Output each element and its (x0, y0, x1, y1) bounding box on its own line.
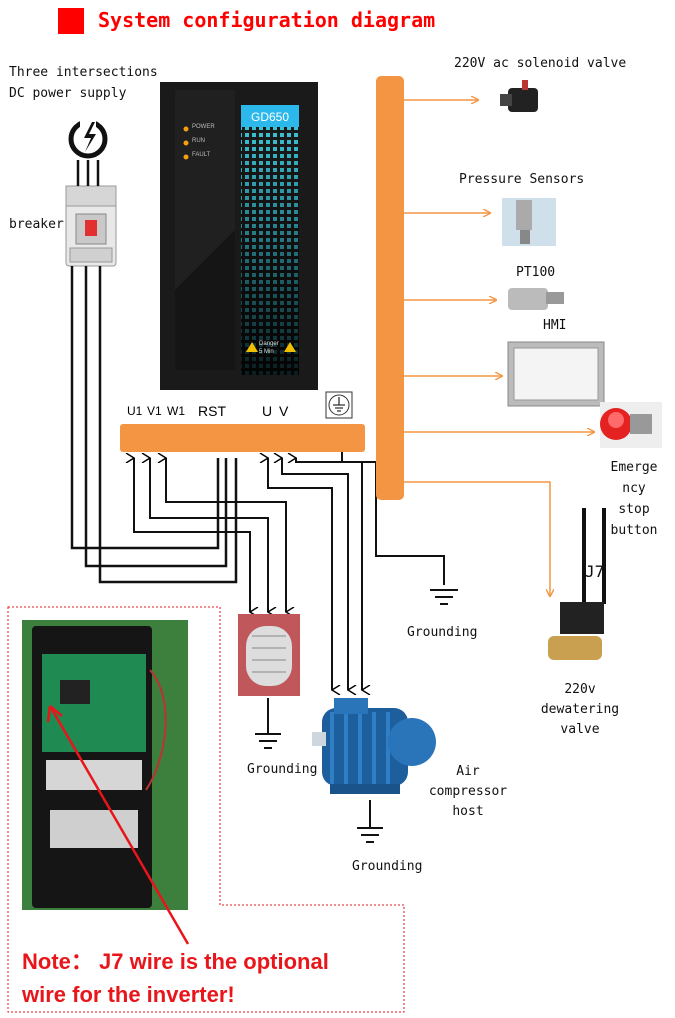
solenoid-valve (500, 80, 538, 112)
pt100-sensor (508, 288, 564, 310)
note-line: wire for the inverter! (22, 982, 235, 1007)
terminal-v: V (279, 403, 289, 419)
compressor-label: Air compressor host (420, 762, 516, 822)
emergency-stop-button (600, 402, 662, 448)
terminal-rst: RST (198, 403, 226, 419)
grounding-label: Grounding (247, 762, 318, 777)
dewatering-label-line: dewatering (540, 702, 620, 717)
dewatering-valve-label: 220v dewatering valve (532, 680, 628, 740)
indicator-power: POWER (192, 124, 215, 130)
grounding-label: Grounding (352, 859, 423, 874)
terminal-u: U (262, 403, 273, 419)
note-line: Note： J7 wire is the optional (22, 949, 329, 974)
indicator-run: RUN (192, 138, 205, 144)
compressor-label-line: compressor (428, 784, 508, 799)
j7-label: J7 (585, 562, 605, 581)
pt100-label: PT100 (516, 265, 556, 280)
note-box (7, 606, 405, 1013)
power-supply-icon (68, 118, 108, 159)
hmi-panel (507, 341, 605, 407)
estop-label-line: button (610, 523, 658, 538)
ground-icon (255, 698, 281, 749)
j7-wires (582, 508, 606, 604)
air-compressor-motor (312, 698, 436, 794)
compressor-label-line: host (452, 804, 484, 819)
ground-terminal-icon (325, 391, 353, 419)
breaker-label: breaker (9, 217, 64, 232)
note-arrow (48, 705, 190, 945)
ground-icon (357, 800, 383, 843)
terminal-bar (120, 424, 365, 452)
ground-icon (430, 589, 458, 605)
page-title: System configuration diagram (98, 8, 436, 32)
terminal-u1: U1 (127, 404, 143, 418)
warning-label: Danger (259, 341, 279, 347)
estop-label-line: stop (618, 502, 650, 517)
power-supply-label-line2: DC power supply (9, 86, 127, 101)
compressor-label-line: Air (456, 764, 480, 779)
pressure-sensor (502, 198, 556, 246)
inverter-board-photo (22, 620, 188, 910)
note-text: Note： J7 wire is the optional wire for t… (22, 945, 402, 1011)
dewatering-valve (548, 602, 604, 660)
title-marker (58, 8, 84, 34)
estop-label: Emerge ncy stop button (600, 457, 668, 541)
breaker (65, 185, 117, 267)
indicator-fault: FAULT (192, 152, 211, 158)
hmi-label: HMI (543, 318, 567, 333)
power-supply-label-line1: Three intersections (9, 65, 158, 80)
dewatering-label-line: valve (560, 722, 600, 737)
dewatering-label-line: 220v (564, 682, 596, 697)
pressure-sensors-label: Pressure Sensors (459, 172, 585, 187)
cooling-fan (238, 614, 300, 696)
grounding-label: Grounding (407, 625, 478, 640)
terminal-v1: V1 (147, 404, 162, 418)
estop-label-line: ncy (622, 481, 646, 496)
signal-bus (376, 76, 404, 500)
warning-time: 5 Min (259, 349, 274, 355)
solenoid-valve-label: 220V ac solenoid valve (454, 56, 627, 71)
inverter (160, 82, 318, 390)
estop-label-line: Emerge (610, 460, 658, 475)
terminal-w1: W1 (167, 404, 185, 418)
inverter-model: GD650 (250, 110, 290, 124)
